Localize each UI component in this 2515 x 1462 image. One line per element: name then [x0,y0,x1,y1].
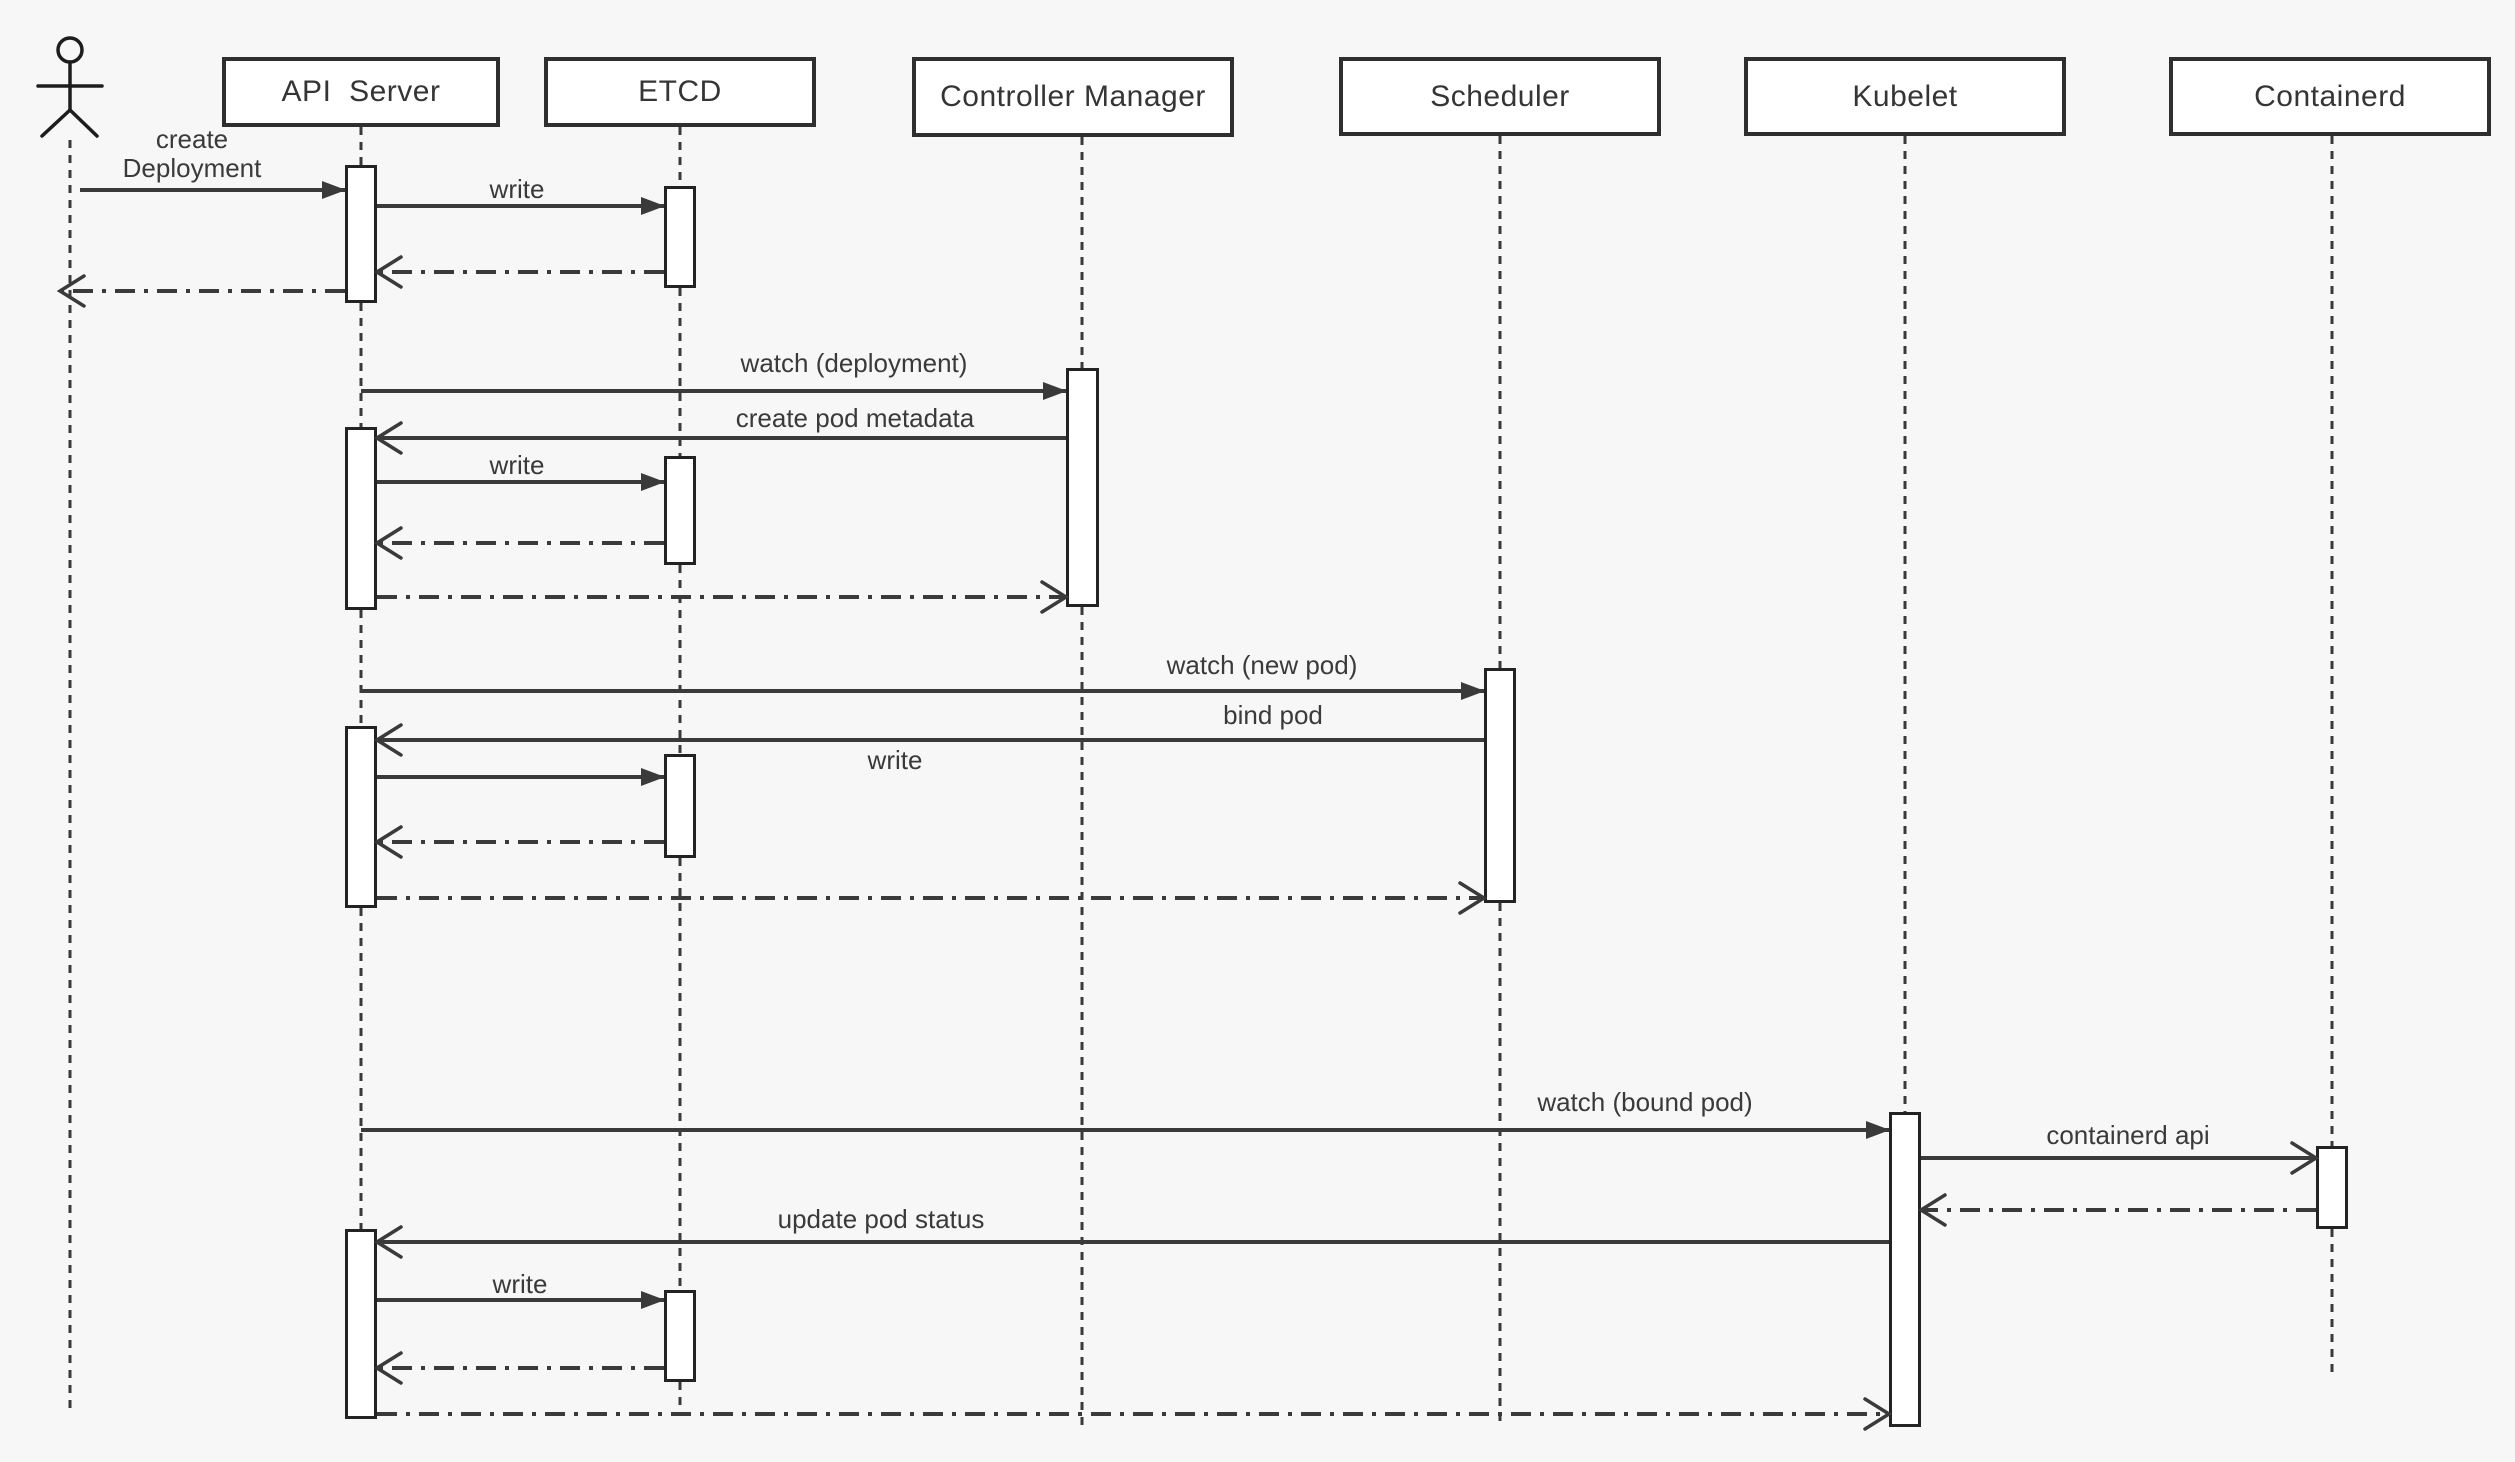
participant-label-api-server: API Server [281,75,441,108]
activation-bar-etcd [664,754,696,858]
activation-bar-controller-manager [1066,368,1099,607]
participant-box-api-server: API Server [222,57,500,127]
activation-bar-scheduler [1484,668,1516,903]
participant-label-containerd: Containerd [2254,79,2406,113]
activation-bar-etcd [664,1290,696,1382]
activation-bar-etcd [664,186,696,288]
participant-box-controller-manager: Controller Manager [912,57,1234,137]
participant-label-kubelet: Kubelet [1852,79,1958,113]
activation-bar-kubelet [1889,1112,1921,1427]
actor-icon [36,36,104,138]
participant-label-controller-manager: Controller Manager [940,80,1206,113]
activation-bar-api-server [345,1229,377,1419]
activation-bar-api-server [345,427,377,610]
participant-label-scheduler: Scheduler [1430,79,1570,113]
participant-box-kubelet: Kubelet [1744,57,2066,136]
participant-box-etcd: ETCD [544,57,816,127]
activation-bar-api-server [345,726,377,908]
activation-bar-etcd [664,456,696,565]
participant-label-etcd: ETCD [638,75,722,108]
activation-bar-api-server [345,165,377,303]
activation-bar-containerd [2316,1146,2348,1229]
participant-box-containerd: Containerd [2169,57,2491,136]
participant-box-scheduler: Scheduler [1339,57,1661,136]
